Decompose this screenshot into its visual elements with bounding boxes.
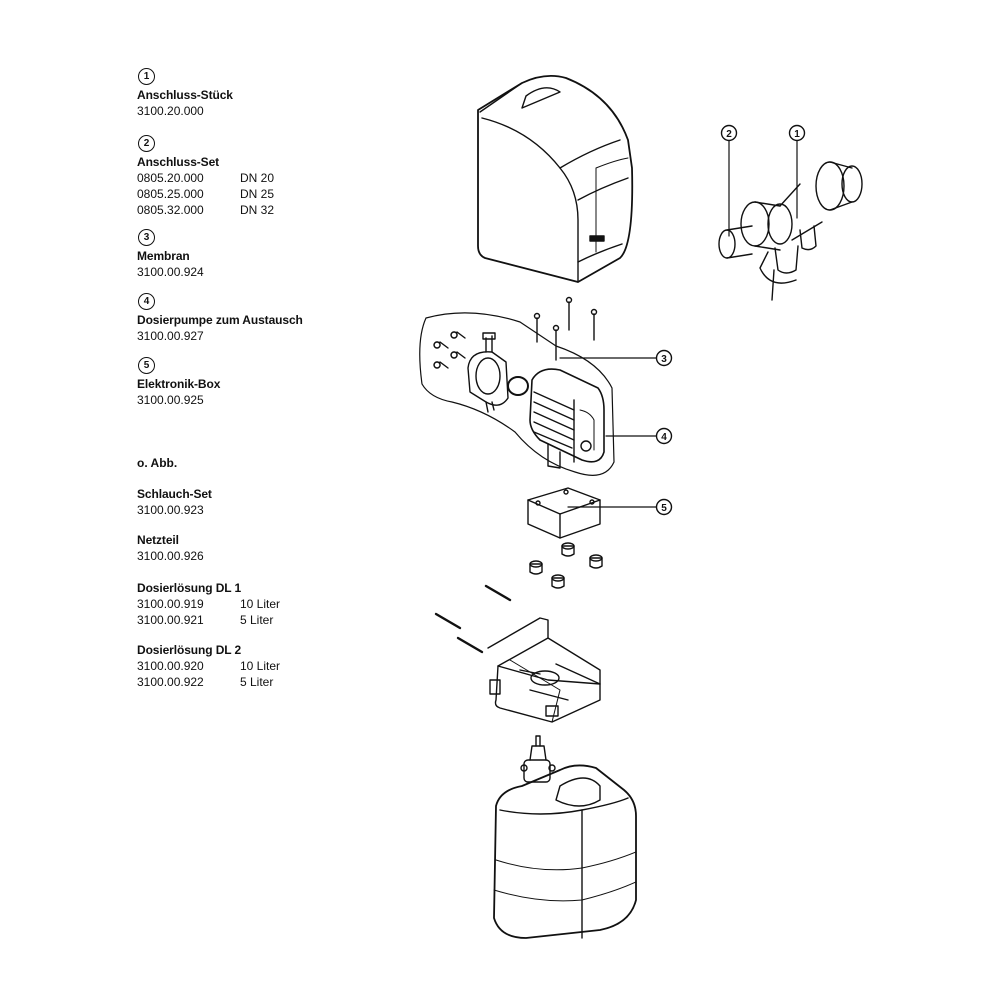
item-spec: 10 Liter: [240, 597, 281, 611]
item-code: 3100.00.922: [137, 675, 204, 689]
connection-piece: [718, 161, 863, 301]
item-code: 3100.00.920: [137, 659, 204, 673]
item-spec: 5 Liter: [240, 613, 274, 627]
item-code: 3100.00.926: [137, 549, 204, 563]
item-row: 0805.32.000 DN 32: [137, 202, 427, 218]
callout-2-label: 2: [726, 129, 732, 140]
item-title: Schlauch-Set: [137, 487, 212, 501]
leader-lines: [559, 140, 798, 508]
item-row: 0805.20.000 DN 20: [137, 170, 427, 186]
wall-bracket: [487, 617, 601, 723]
item-title: Elektronik-Box: [137, 377, 221, 391]
electronic-box: [527, 487, 601, 539]
item-title: Membran: [137, 249, 190, 263]
item-number-badge: 3: [138, 229, 155, 246]
item-code: 3100.00.919: [137, 597, 204, 611]
item-code: 0805.25.000: [137, 187, 204, 201]
item-title: Dosierlösung DL 2: [137, 643, 242, 657]
housing-cover: [477, 74, 634, 283]
extra-item-dl2: Dosierlösung DL 2 3100.00.920 10 Liter 3…: [137, 642, 427, 690]
item-number-badge: 4: [138, 293, 155, 310]
item-spec: 10 Liter: [240, 659, 281, 673]
item-spec: 5 Liter: [240, 675, 274, 689]
item-title: Netzteil: [137, 533, 179, 547]
item-code: 0805.32.000: [137, 203, 204, 217]
pump-head: [467, 332, 509, 413]
callout-3-label: 3: [661, 354, 667, 365]
callout-2: 2: [720, 124, 738, 142]
item-code: 3100.20.000: [137, 104, 204, 118]
legend-item-2: 2 Anschluss-Set 0805.20.000 DN 20 0805.2…: [137, 135, 427, 218]
callout-1-label: 1: [794, 129, 800, 140]
item-code: 3100.00.925: [137, 393, 204, 407]
dosing-pump-body: [529, 368, 605, 469]
extra-item-hose-set: Schlauch-Set 3100.00.923: [137, 486, 427, 518]
item-spec: DN 32: [240, 203, 275, 217]
legend-item-5: 5 Elektronik-Box 3100.00.925: [137, 357, 427, 408]
callout-5-label: 5: [661, 503, 667, 514]
item-number-badge: 5: [138, 357, 155, 374]
extra-item-dl1: Dosierlösung DL 1 3100.00.919 10 Liter 3…: [137, 580, 427, 628]
item-row: 3100.00.920 10 Liter: [137, 658, 427, 674]
item-title: Dosierpumpe zum Austausch: [137, 313, 303, 327]
item-spec: DN 20: [240, 171, 275, 185]
item-code: 3100.00.923: [137, 503, 204, 517]
callout-3: 3: [655, 349, 673, 367]
item-title: Anschluss-Set: [137, 155, 220, 169]
callout-5: 5: [655, 498, 673, 516]
item-spec: DN 25: [240, 187, 275, 201]
item-code: 0805.20.000: [137, 171, 204, 185]
item-title: Dosierlösung DL 1: [137, 581, 242, 595]
bracket-screws: [434, 584, 512, 654]
item-code: 3100.00.927: [137, 329, 204, 343]
item-row: 3100.00.922 5 Liter: [137, 674, 427, 690]
item-row: 3100.00.919 10 Liter: [137, 596, 427, 612]
cap-nuts: [529, 542, 603, 589]
dosing-canister: [493, 735, 637, 939]
item-number-badge: 1: [138, 68, 155, 85]
callout-4: 4: [655, 427, 673, 445]
item-number-badge: 2: [138, 135, 155, 152]
item-row: 0805.25.000 DN 25: [137, 186, 427, 202]
membrane-ring: [507, 376, 529, 396]
item-row: 3100.00.921 5 Liter: [137, 612, 427, 628]
legend-item-1: 1 Anschluss-Stück 3100.20.000: [137, 68, 427, 119]
small-screws: [433, 331, 466, 369]
mounting-screws: [533, 296, 598, 361]
callout-4-label: 4: [661, 432, 667, 443]
extra-item-power-supply: Netzteil 3100.00.926: [137, 532, 427, 564]
item-code: 3100.00.924: [137, 265, 204, 279]
section-label: o. Abb.: [137, 456, 178, 470]
callout-1: 1: [788, 124, 806, 142]
legend-item-4: 4 Dosierpumpe zum Austausch 3100.00.927: [137, 293, 427, 344]
legend-item-3: 3 Membran 3100.00.924: [137, 229, 427, 280]
item-title: Anschluss-Stück: [137, 88, 233, 102]
item-code: 3100.00.921: [137, 613, 204, 627]
